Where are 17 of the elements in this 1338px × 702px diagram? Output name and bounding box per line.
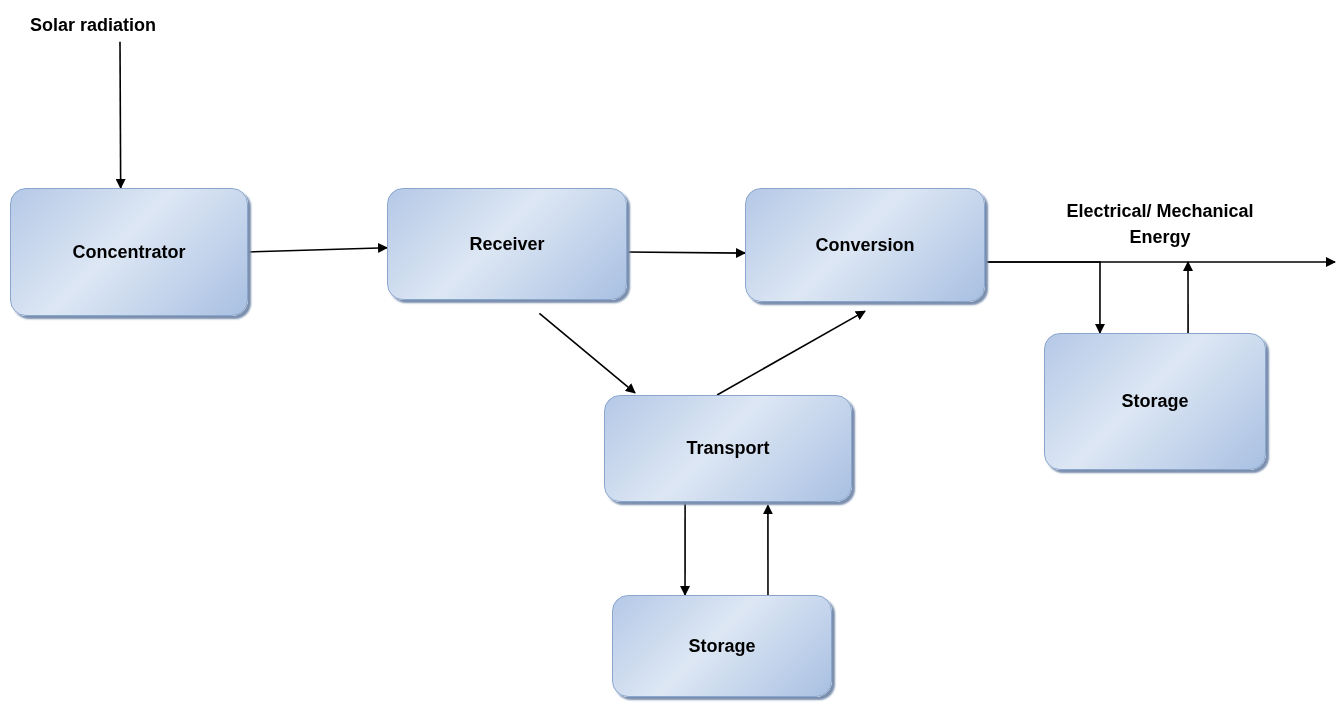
process-box: Transport	[604, 395, 852, 502]
arrow	[247, 243, 388, 253]
arrow	[984, 261, 1105, 334]
arrow	[1183, 261, 1193, 334]
arrow	[680, 501, 691, 596]
process-box: Conversion	[745, 188, 985, 302]
arrow	[762, 504, 773, 596]
process-box: Storage	[612, 595, 832, 697]
arrow	[626, 248, 746, 258]
arrow	[115, 41, 126, 189]
input-label: Solar radiation	[30, 14, 157, 36]
process-box: Storage	[1044, 333, 1266, 470]
process-box: Concentrator	[10, 188, 248, 316]
arrow	[538, 312, 636, 394]
output-label: Electrical/ Mechanical Energy	[1065, 200, 1255, 250]
process-box: Receiver	[387, 188, 627, 300]
arrow	[716, 310, 866, 396]
